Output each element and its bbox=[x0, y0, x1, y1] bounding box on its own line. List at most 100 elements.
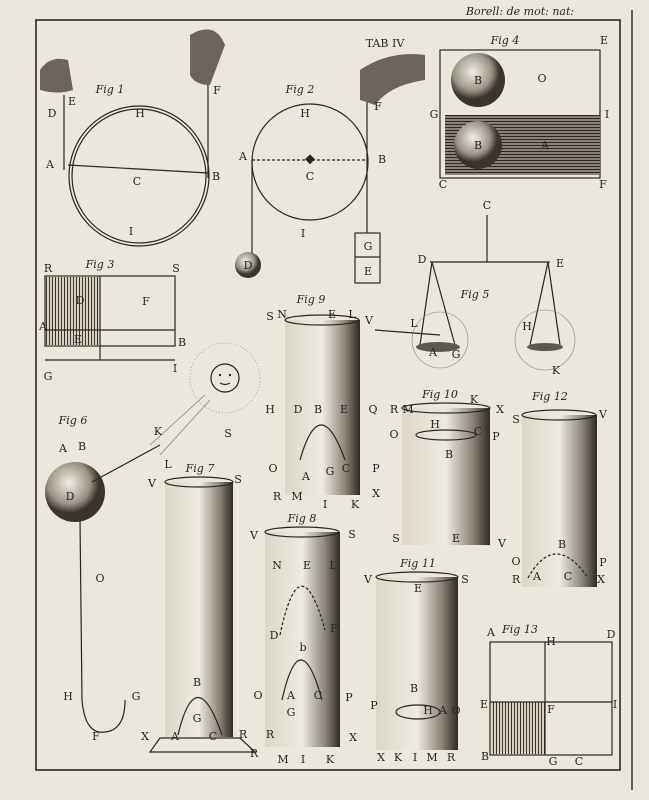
fig10-point-label: B bbox=[445, 448, 453, 461]
fig13-point-label: G bbox=[549, 755, 558, 768]
fig3-point-label: G bbox=[44, 370, 53, 383]
fig5-point-label: H bbox=[522, 320, 532, 333]
fig12-point-label: O bbox=[511, 555, 520, 568]
fig2-point-label: I bbox=[301, 227, 305, 240]
fig8-point-label: M bbox=[277, 753, 288, 766]
fig11-point-label: K bbox=[394, 751, 403, 764]
fig11-caption: Fig 11 bbox=[399, 557, 436, 570]
fig6-point-label: H bbox=[63, 690, 73, 703]
fig11-point-label: X bbox=[377, 751, 385, 764]
fig3-point-label: S bbox=[172, 262, 180, 275]
fig8-point-label: P bbox=[345, 691, 353, 704]
fig10-caption: Fig 10 bbox=[421, 388, 458, 401]
fig11-point-label: E bbox=[414, 582, 422, 595]
fig3-square bbox=[44, 275, 176, 361]
fig7-cylinder bbox=[148, 476, 257, 753]
fig6-point-label: S bbox=[224, 427, 232, 440]
fig2-wheel bbox=[235, 54, 425, 284]
fig1-point-label: F bbox=[213, 84, 221, 97]
fig7-point-label: C bbox=[209, 730, 217, 743]
fig9-point-label: P bbox=[372, 462, 380, 475]
fig9-point-label: E bbox=[340, 403, 348, 416]
fig3-point-label: I bbox=[173, 362, 177, 375]
fig4-point-label: C bbox=[439, 178, 447, 191]
fig9-point-label: G bbox=[326, 465, 335, 478]
fig7-point-label: G bbox=[193, 712, 202, 725]
fig9-point-label: R bbox=[273, 490, 282, 503]
fig1-point-label: D bbox=[48, 107, 57, 120]
fig1-point-label: C bbox=[133, 175, 141, 188]
fig13-point-label: I bbox=[613, 698, 617, 711]
fig13-point-label: C bbox=[575, 755, 583, 768]
fig12-point-label: C bbox=[564, 570, 572, 583]
fig10-point-label: P bbox=[492, 430, 500, 443]
fig7-caption: Fig 7 bbox=[185, 462, 215, 475]
fig1-point-label: A bbox=[45, 158, 55, 171]
fig8-point-label: N bbox=[272, 559, 282, 572]
fig3-point-label: E bbox=[74, 333, 82, 346]
fig4-point-label: O bbox=[537, 72, 546, 85]
fig8-point-label: S bbox=[348, 528, 356, 541]
fig9-point-label: M bbox=[291, 490, 302, 503]
fig9-caption: Fig 9 bbox=[296, 293, 326, 306]
fig6-point-label: D bbox=[66, 490, 75, 503]
fig9-point-label: X bbox=[372, 487, 380, 500]
fig7-point-label: A bbox=[170, 730, 180, 743]
fig8-point-label: R bbox=[266, 728, 275, 741]
fig10-point-label: C bbox=[474, 425, 482, 438]
fig1-caption: Fig 1 bbox=[95, 83, 125, 96]
fig1-ring bbox=[40, 29, 225, 247]
fig10-point-label: S bbox=[392, 532, 400, 545]
fig9-point-label: C bbox=[342, 462, 350, 475]
fig1-point-label: E bbox=[68, 95, 76, 108]
fig4-vessel bbox=[439, 49, 601, 179]
fig7-point-label: X bbox=[141, 730, 149, 743]
fig10-cylinder bbox=[401, 402, 491, 545]
fig5-point-label: C bbox=[483, 199, 491, 212]
fig7-point-label: V bbox=[147, 477, 157, 490]
fig13-point-label: E bbox=[480, 698, 488, 711]
fig1-point-label: I bbox=[129, 225, 133, 238]
fig5-point-label: A bbox=[428, 346, 438, 359]
fig11-point-label: I bbox=[413, 751, 417, 764]
fig9-point-label: K bbox=[351, 498, 360, 511]
fig10-point-label: M bbox=[402, 403, 413, 416]
fig2-point-label: D bbox=[244, 259, 253, 272]
fig11-cylinder bbox=[375, 571, 459, 750]
fig6-point-label: B bbox=[78, 440, 86, 453]
fig11-point-label: R bbox=[447, 751, 456, 764]
fig8-point-label: D bbox=[270, 629, 279, 642]
fig4-point-label: E bbox=[600, 34, 608, 47]
fig13-point-label: B bbox=[481, 750, 489, 763]
fig11-point-label: O bbox=[451, 704, 460, 717]
fig8-point-label: G bbox=[287, 706, 296, 719]
fig9-point-label: L bbox=[348, 308, 356, 321]
fig7-point-label: R bbox=[250, 747, 259, 760]
fig9-point-label: I bbox=[323, 498, 327, 511]
fig8-caption: Fig 8 bbox=[287, 512, 317, 525]
fig8-cylinder bbox=[264, 526, 340, 747]
fig8-point-label: X bbox=[349, 731, 357, 744]
fig7-point-label: R bbox=[239, 728, 248, 741]
fig5-caption: Fig 5 bbox=[460, 288, 490, 301]
fig8-point-label: C bbox=[314, 689, 322, 702]
fig7-point-label: S bbox=[234, 473, 242, 486]
fig8-point-label: L bbox=[329, 559, 337, 572]
fig3-point-label: A bbox=[38, 320, 48, 333]
fig6-flask bbox=[45, 444, 161, 733]
fig12-point-label: P bbox=[599, 556, 607, 569]
fig11-point-label: A bbox=[438, 704, 448, 717]
fig12-point-label: V bbox=[598, 408, 608, 421]
fig13-point-label: H bbox=[546, 635, 556, 648]
fig9-point-label: S bbox=[266, 310, 274, 323]
fig9-point-label: E bbox=[328, 308, 336, 321]
fig13-point-label: A bbox=[486, 626, 496, 639]
fig11-point-label: V bbox=[363, 573, 373, 586]
fig7-point-label: B bbox=[193, 676, 201, 689]
fig2-point-label: G bbox=[364, 240, 373, 253]
fig2-caption: Fig 2 bbox=[285, 83, 315, 96]
fig12-cylinder bbox=[521, 409, 597, 587]
fig10-point-label: E bbox=[452, 532, 460, 545]
fig6-point-label: O bbox=[95, 572, 104, 585]
